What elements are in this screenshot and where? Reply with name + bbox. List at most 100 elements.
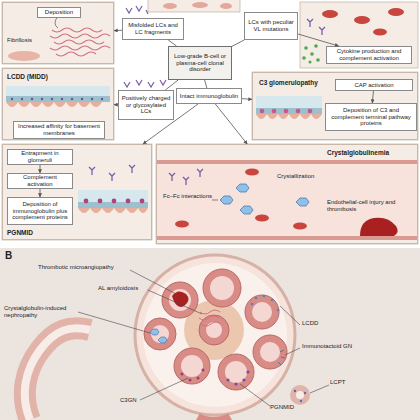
process-box: Deposition of C3 and complement terminal… (325, 103, 417, 131)
amyloid-fibrils (54, 40, 104, 44)
callout-label: LCPT (330, 379, 360, 386)
lesion-marks (150, 291, 285, 385)
basement-membrane (78, 208, 148, 213)
basement-membrane (11, 98, 13, 100)
box-text: LCs with peculiar VL mutations (247, 19, 295, 33)
basement-membrane (41, 98, 43, 100)
lesion-marks (226, 378, 229, 381)
light-chain-icon (136, 80, 142, 85)
panel-fill (300, 2, 418, 68)
glomerulus (199, 315, 229, 345)
connector (298, 34, 339, 46)
callout-label: PGNMID (270, 404, 310, 411)
amyloid-fibrils (50, 28, 110, 56)
cropped-panel-art (302, 56, 306, 60)
glomerulus (210, 276, 234, 300)
disease-panel: CrystalglobulinemiaFc–Fc interactionsCry… (156, 144, 418, 244)
basement-membrane (126, 199, 131, 204)
panel-text: Crystalglobulinemia (327, 149, 415, 156)
light-chain-icon (146, 10, 148, 14)
connector (168, 40, 176, 46)
lesion-marks (251, 295, 280, 312)
blood-vessel (220, 196, 233, 204)
callout-label: AL amyloidosis (98, 285, 158, 292)
glomerulus (206, 322, 222, 338)
glomerulus (196, 413, 232, 420)
connector (143, 104, 198, 144)
glomerulus (151, 276, 280, 383)
panel-text: Deposition (37, 7, 81, 18)
blood-vessel (240, 206, 253, 214)
leader-line (148, 290, 202, 314)
blood-vessel (255, 215, 269, 222)
connector (215, 104, 247, 144)
glomerulus (252, 302, 272, 322)
lesion-marks (202, 369, 205, 372)
basement-membrane (256, 96, 322, 108)
cropped-panel-art (309, 61, 312, 64)
basement-membrane (129, 165, 135, 173)
blood-vessel (220, 184, 309, 214)
glomerulus (218, 354, 254, 390)
cropped-panel-art (304, 46, 308, 50)
lesion-marks (246, 370, 249, 373)
panel-b-background (0, 248, 420, 420)
glomerulus (174, 348, 210, 384)
panel-text: LCDD (MIDD) (7, 73, 77, 80)
blood-vessel (183, 177, 189, 185)
tubule (25, 328, 90, 420)
cell (8, 16, 58, 61)
lesion-marks (189, 379, 192, 382)
box-text: Low-grade B-cell or plasma-cell clonal d… (171, 53, 229, 74)
callout-label: Crystalglobulin-induced nephropathy (4, 305, 78, 319)
panel-text: Fc–Fc interactions (163, 193, 215, 200)
lesion-marks (242, 378, 245, 381)
process-box: Entrapment in glomeruli (7, 149, 73, 165)
basement-membrane (51, 98, 53, 100)
disease-panel: C3 glomerulopathyCAP activationDepositio… (252, 72, 418, 140)
lesion-marks (251, 303, 254, 306)
cropped-panel-art (163, 3, 177, 9)
lesion-marks (199, 316, 219, 320)
glomerulus (151, 325, 169, 343)
panel-letter: B (5, 250, 12, 262)
leader-line (280, 306, 300, 325)
callout-label: Immunotactoid GN (302, 343, 372, 350)
lesion-marks (278, 350, 285, 365)
blood-vessel (296, 198, 309, 206)
leader-line (285, 348, 300, 355)
box-text: Entrapment in glomeruli (10, 150, 70, 164)
glomerulus (260, 342, 280, 362)
lesion-marks (277, 309, 280, 312)
blood-vessel (197, 169, 203, 177)
basement-membrane (11, 98, 103, 100)
blood-vessel (293, 223, 307, 230)
lesion-marks (199, 310, 221, 326)
process-box: Deposition of immunoglobulin plus comple… (7, 197, 73, 225)
lesion-marks (150, 329, 167, 343)
amyloid-fibrils (50, 46, 110, 50)
cell (8, 51, 40, 61)
box-text: Positively charged or glycosylated LCs (121, 95, 171, 116)
basement-membrane (272, 109, 277, 114)
panel-fill (2, 144, 152, 240)
disease-panel: LCDD (MIDD)Increased affinity for baseme… (2, 68, 114, 140)
basement-membrane (112, 199, 117, 204)
blood-vessel (169, 169, 203, 185)
blood-vessel (245, 169, 259, 176)
basement-membrane (21, 98, 23, 100)
cropped-panel-art (314, 44, 318, 48)
blood-vessel (157, 160, 417, 240)
basement-membrane (6, 96, 110, 102)
blood-vessel (236, 184, 249, 192)
cropped-panel-art (319, 27, 325, 35)
lesion-marks (150, 329, 159, 335)
lesion-marks (201, 322, 221, 326)
light-chain-icon (136, 6, 142, 11)
lesion-marks (263, 295, 266, 298)
cropped-panel-art (354, 16, 370, 24)
panel-fill (2, 68, 114, 140)
basement-membrane (81, 98, 83, 100)
panel-fill (156, 144, 418, 244)
glomerulus (144, 269, 287, 390)
